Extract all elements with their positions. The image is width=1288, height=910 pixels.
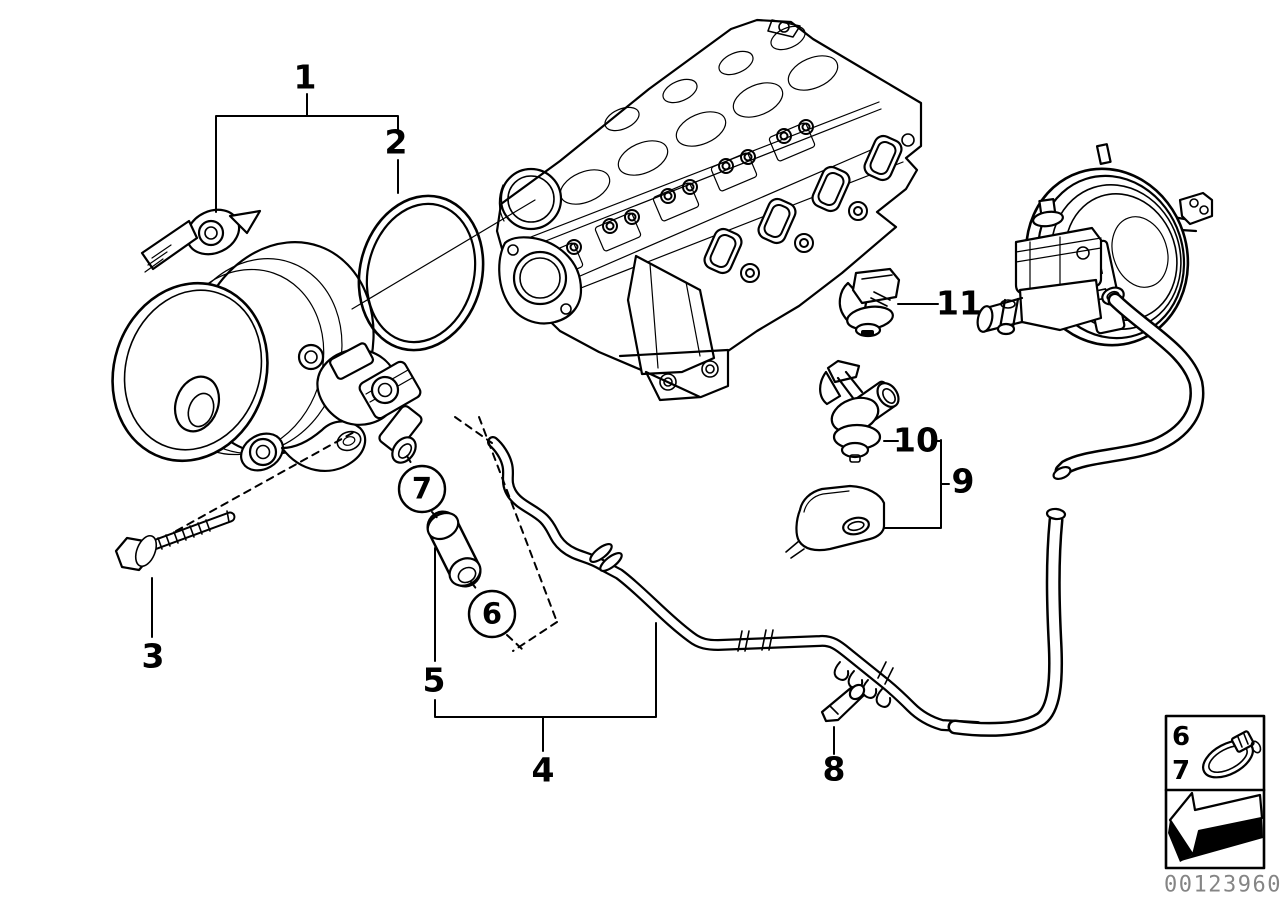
bolt-drawing bbox=[114, 510, 236, 572]
image-number: 00123960 bbox=[1164, 872, 1282, 898]
assembly-dashed-lines bbox=[175, 416, 558, 652]
callout-8[interactable]: 8 bbox=[822, 749, 846, 789]
balloon-callout-6[interactable]: 6 bbox=[481, 596, 503, 631]
clip-pin-drawing bbox=[820, 683, 866, 723]
callout-leader-lines bbox=[151, 93, 950, 755]
brake-booster-drawing bbox=[976, 143, 1214, 481]
callout-10[interactable]: 10 bbox=[893, 420, 939, 460]
callout-2[interactable]: 2 bbox=[384, 122, 408, 162]
installation-direction-arrow-icon bbox=[1168, 791, 1264, 862]
hose-piece-drawing bbox=[426, 510, 482, 588]
o-ring-drawing bbox=[357, 194, 485, 352]
callout-4[interactable]: 4 bbox=[531, 750, 555, 790]
cylinder-head-drawing bbox=[495, 18, 923, 402]
balloon-circle-6 bbox=[467, 589, 517, 639]
sensor-drawing bbox=[838, 267, 901, 338]
callout-5[interactable]: 5 bbox=[422, 660, 446, 700]
bracket-drawing bbox=[785, 484, 886, 559]
callout-3[interactable]: 3 bbox=[141, 636, 165, 676]
balloon-circle-7 bbox=[397, 464, 447, 514]
legend-ref-7: 7 bbox=[1171, 756, 1191, 786]
vacuum-pump-drawing bbox=[111, 208, 423, 472]
callout-1[interactable]: 1 bbox=[293, 57, 317, 97]
hose-clamp-icon bbox=[1202, 730, 1262, 779]
vacuum-pipe-drawing bbox=[487, 436, 1067, 737]
callout-9[interactable]: 9 bbox=[951, 461, 975, 501]
balloon-callout-7[interactable]: 7 bbox=[411, 471, 433, 506]
callout-11[interactable]: 11 bbox=[936, 283, 982, 323]
pressure-converter-drawing bbox=[819, 359, 900, 463]
legend-box bbox=[1164, 714, 1266, 870]
legend-ref-6: 6 bbox=[1171, 722, 1191, 752]
o-ring-leader-line bbox=[351, 199, 536, 310]
